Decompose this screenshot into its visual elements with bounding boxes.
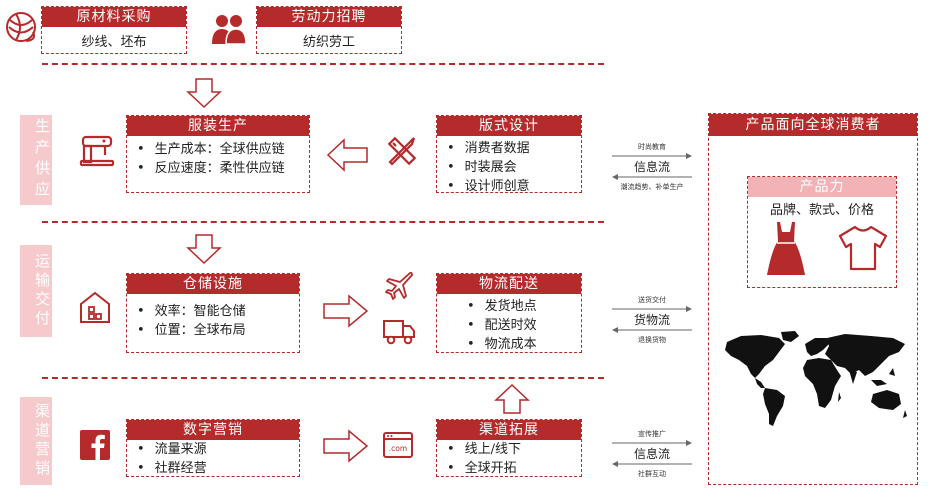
up-arrow-channel [494, 383, 530, 414]
yarn-ball-icon [4, 10, 38, 44]
down-arrow-2 [186, 234, 222, 265]
raw-materials-body: 纱线、坯布 [81, 34, 147, 50]
info-flow-1: 时尚教育 信息流 潮流趋势、补单生产 [610, 142, 694, 192]
right-arrow-logistics [323, 294, 369, 328]
channel-title: 渠道拓展 [437, 420, 581, 440]
list-item: 物流成本 [467, 335, 581, 354]
channel-list: 线上/线下 全球开拓 [437, 440, 581, 476]
left-arrow-production [326, 138, 368, 172]
down-arrow-1 [186, 78, 222, 109]
separator-1 [42, 63, 604, 65]
raw-materials-title: 原材料采购 [42, 7, 186, 27]
flow-top-label: 送货交付 [638, 296, 666, 304]
storage-list: 效率：智能仓储 位置：全球布局 [127, 294, 299, 352]
list-item: 社群经营 [137, 459, 299, 478]
logistics-title: 物流配送 [437, 274, 581, 294]
list-item: 反应速度：柔性供应链 [137, 159, 309, 178]
tshirt-icon [838, 225, 888, 271]
marketing-title: 数字营销 [127, 420, 299, 440]
production-title: 服装生产 [127, 116, 309, 136]
list-item: 线上/线下 [447, 440, 581, 459]
marketing-card: 数字营销 流量来源 社群经营 [126, 419, 300, 477]
product-power-body: 品牌、款式、价格 [769, 203, 874, 218]
flow-main-label: 货物流 [633, 313, 670, 327]
list-item: 时装展会 [447, 158, 581, 177]
marketing-list: 流量来源 社群经营 [127, 440, 299, 476]
list-item: 消费者数据 [447, 139, 581, 158]
list-item: 位置：全球布局 [137, 321, 299, 340]
separator-2 [42, 221, 604, 223]
flow-top-label: 时尚教育 [638, 143, 666, 151]
dress-icon [766, 221, 806, 277]
goods-flow: 送货交付 货物流 退换货物 [610, 295, 694, 345]
flow-main-label: 信息流 [633, 447, 670, 461]
list-item: 效率：智能仓储 [137, 302, 299, 321]
world-map-icon [721, 330, 909, 430]
production-list: 生产成本：全球供应链 反应速度：柔性供应链 [127, 136, 309, 192]
design-list: 消费者数据 时装展会 设计师创意 [437, 136, 581, 194]
right-arrow-channel [323, 429, 369, 463]
flow-top-label: 宣传推广 [638, 430, 666, 438]
list-item: 生产成本：全球供应链 [137, 140, 309, 159]
design-card: 版式设计 消费者数据 时装展会 设计师创意 [436, 115, 582, 194]
facebook-icon [80, 430, 110, 460]
product-power-title: 产品力 [748, 177, 896, 197]
design-title: 版式设计 [437, 116, 581, 136]
info-flow-2: 宣传推广 信息流 社群互动 [610, 429, 694, 479]
svg-text:.com: .com [389, 444, 407, 453]
storage-card: 仓储设施 效率：智能仓储 位置：全球布局 [126, 273, 300, 353]
list-item: 发货地点 [467, 297, 581, 316]
airplane-icon [383, 270, 413, 300]
storage-title: 仓储设施 [127, 274, 299, 294]
flow-main-label: 信息流 [633, 160, 670, 174]
list-item: 配送时效 [467, 316, 581, 335]
channel-card: 渠道拓展 线上/线下 全球开拓 [436, 419, 582, 477]
list-item: 流量来源 [137, 440, 299, 459]
labor-card: 劳动力招聘 纺织劳工 [256, 6, 402, 54]
flow-bottom-label: 退换货物 [638, 336, 666, 344]
production-card: 服装生产 生产成本：全球供应链 反应速度：柔性供应链 [126, 115, 310, 193]
product-power-box: 产品力 品牌、款式、价格 [747, 176, 897, 288]
warehouse-icon [78, 290, 112, 324]
truck-icon [382, 318, 416, 346]
side-label-production: 生产供应 [20, 115, 52, 205]
separator-3 [42, 377, 604, 379]
logistics-list: 发货地点 配送时效 物流成本 [437, 294, 581, 352]
consumer-title: 产品面向全球消费者 [709, 114, 917, 136]
ruler-pencil-icon [384, 134, 418, 168]
labor-title: 劳动力招聘 [257, 7, 401, 27]
side-label-logistics: 运输交付 [20, 245, 52, 337]
labor-body: 纺织劳工 [302, 34, 355, 50]
flow-bottom-label: 社群互动 [638, 470, 666, 478]
website-icon: .com [383, 432, 413, 458]
workers-icon [210, 12, 248, 46]
consumer-panel: 产品面向全球消费者 产品力 品牌、款式、价格 [708, 113, 918, 485]
logistics-card: 物流配送 发货地点 配送时效 物流成本 [436, 273, 582, 353]
sewing-machine-icon [79, 134, 115, 167]
list-item: 设计师创意 [447, 177, 581, 196]
flow-bottom-label: 潮流趋势、补单生产 [620, 183, 684, 191]
list-item: 全球开拓 [447, 459, 581, 478]
side-label-channel: 渠道营销 [20, 397, 52, 485]
raw-materials-card: 原材料采购 纱线、坯布 [41, 6, 187, 54]
